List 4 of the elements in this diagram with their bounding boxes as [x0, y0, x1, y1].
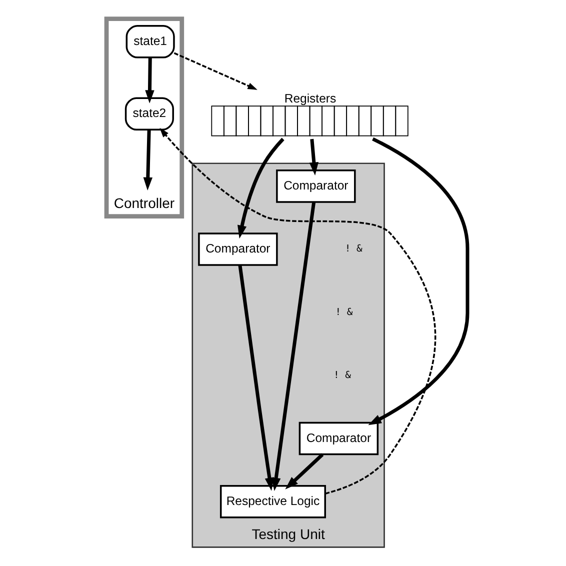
- label: ! &: [344, 244, 362, 255]
- label: ! &: [333, 370, 350, 381]
- label: ! &: [334, 306, 352, 318]
- node-label: Registers: [284, 92, 336, 106]
